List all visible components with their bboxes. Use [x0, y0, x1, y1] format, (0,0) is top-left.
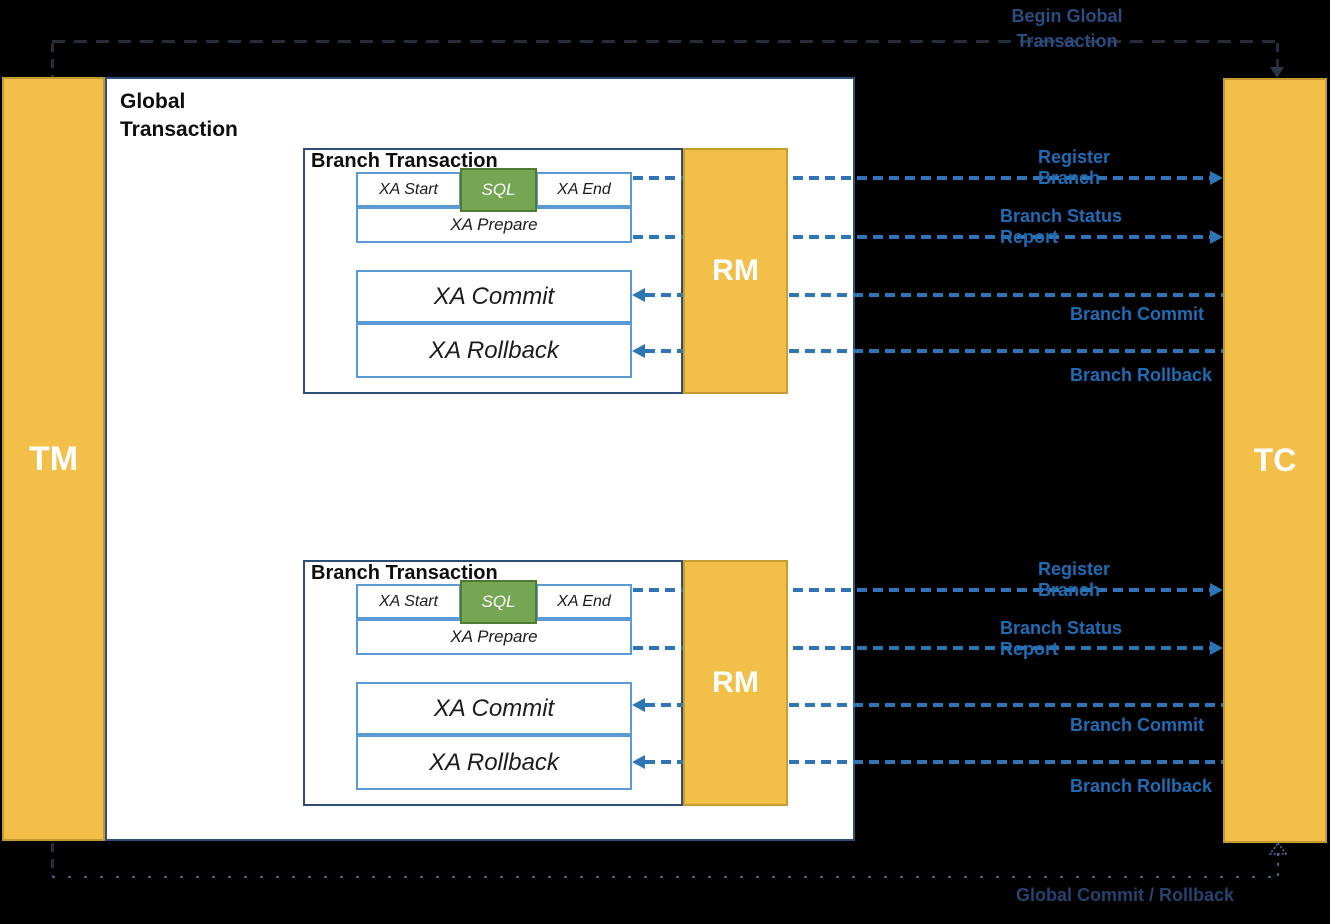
xa-commit-box: XA Commit: [356, 682, 632, 735]
arrow-right-icon: [1210, 230, 1223, 244]
register-branch-label: Register Branch: [1038, 147, 1111, 188]
xa-rollback-label: XA Rollback: [429, 748, 559, 776]
arrow-right-icon: [1210, 583, 1223, 597]
xa-prepare-box: XA Prepare: [356, 207, 632, 243]
tc-label: TC: [1253, 442, 1297, 478]
branch-status-label: Branch Status Report: [1000, 618, 1123, 659]
register-branch-label: Register Branch: [1038, 559, 1111, 600]
branch-rollback-label: Branch Rollback: [1070, 776, 1213, 796]
xa-prepare-label: XA Prepare: [450, 215, 538, 234]
branch-rollback-label: Branch Rollback: [1070, 365, 1213, 385]
arrow-left-icon: [632, 344, 645, 358]
begin-global-transaction-label: Begin Global Transaction: [1011, 6, 1123, 51]
rm-box: RM: [683, 148, 788, 394]
commit-flow-tc-riser: [1277, 853, 1279, 877]
branch-status-line: [633, 235, 1210, 239]
xa-rollback-box: XA Rollback: [356, 323, 632, 378]
arrow-down-icon: [1270, 67, 1284, 78]
commit-flow-line: [52, 876, 1279, 878]
arrow-right-icon: [1210, 171, 1223, 185]
xa-end-box: XA End: [536, 172, 632, 207]
xa-rollback-label: XA Rollback: [429, 336, 559, 364]
xa-commit-box: XA Commit: [356, 270, 632, 323]
sql-label: SQL: [481, 592, 516, 611]
branch-commit-line: [645, 703, 1223, 707]
branch-transaction-title: Branch Transaction: [311, 150, 498, 172]
arrow-left-icon: [632, 698, 645, 712]
rm-box: RM: [683, 560, 788, 806]
branch-commit-line: [645, 293, 1223, 297]
branch-status-label: Branch Status Report: [1000, 206, 1123, 247]
arrow-right-icon: [1210, 641, 1223, 655]
commit-flow-tm-dropper: [51, 843, 54, 876]
begin-flow-tm-riser: [51, 43, 54, 77]
arrow-left-icon: [632, 288, 645, 302]
branch-transaction-title: Branch Transaction: [311, 562, 498, 584]
xa-end-label: XA End: [557, 180, 611, 198]
xa-rollback-box: XA Rollback: [356, 735, 632, 790]
begin-flow-line: [52, 40, 1278, 43]
xa-prepare-box: XA Prepare: [356, 619, 632, 655]
sql-box: SQL: [460, 168, 537, 212]
arrow-left-icon: [632, 755, 645, 769]
arrow-up-icon: [1269, 842, 1287, 855]
branch-rollback-line: [645, 349, 1223, 353]
xa-end-box: XA End: [536, 584, 632, 619]
xa-prepare-label: XA Prepare: [450, 627, 538, 646]
tm-label: TM: [28, 439, 79, 478]
rm-label: RM: [712, 254, 759, 287]
tm-bar: TM: [2, 77, 105, 841]
sql-label: SQL: [481, 180, 516, 199]
branch-commit-label: Branch Commit: [1070, 304, 1205, 324]
xa-commit-label: XA Commit: [433, 282, 555, 310]
rm-label: RM: [712, 666, 759, 699]
branch-status-line: [633, 646, 1210, 650]
register-branch-line: [633, 588, 1210, 592]
xa-end-label: XA End: [557, 592, 611, 610]
register-branch-line: [633, 176, 1210, 180]
branch-rollback-line: [645, 760, 1223, 764]
xa-start-box: XA Start: [356, 172, 461, 207]
xa-start-box: XA Start: [356, 584, 461, 619]
begin-flow-tc-dropper: [1276, 43, 1279, 67]
global-transaction-title: Global Transaction: [120, 90, 238, 141]
global-commit-rollback-label: Global Commit / Rollback: [1015, 885, 1235, 905]
xa-start-label: XA Start: [379, 180, 438, 198]
branch-commit-label: Branch Commit: [1070, 715, 1205, 735]
tc-bar: TC: [1223, 78, 1327, 843]
xa-commit-label: XA Commit: [433, 694, 555, 722]
sql-box: SQL: [460, 580, 537, 624]
xa-start-label: XA Start: [379, 592, 438, 610]
